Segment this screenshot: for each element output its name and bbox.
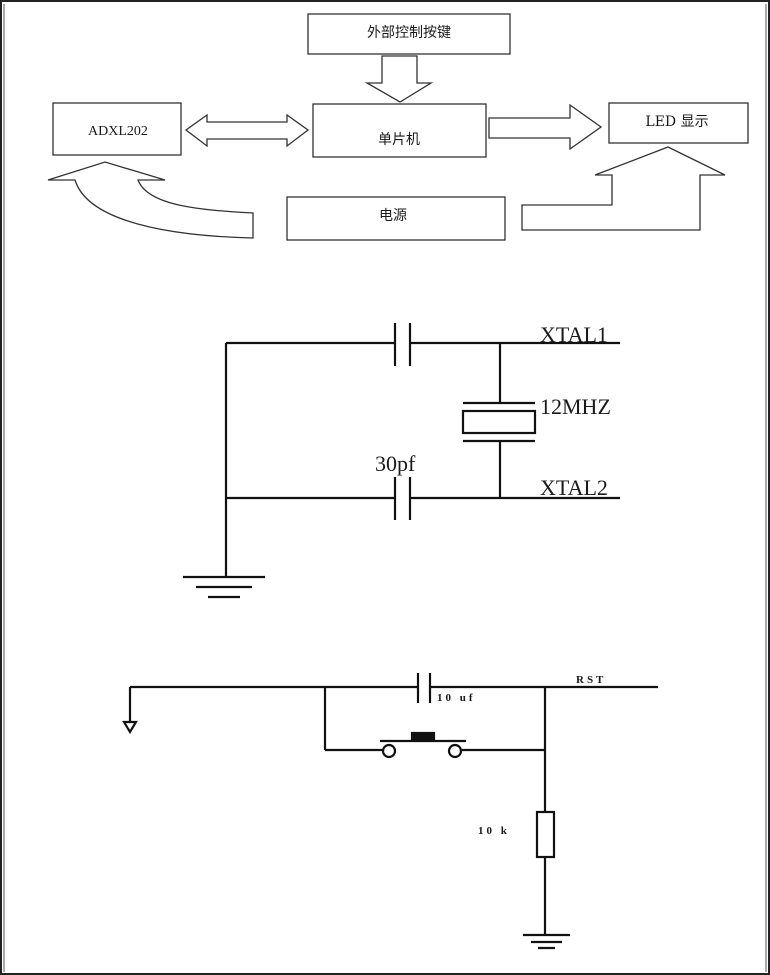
resistor-label: 10 k	[478, 825, 510, 837]
rst-label: RST	[576, 674, 606, 686]
reset-circuit	[122, 673, 658, 950]
mcu-to-led-arrow	[488, 103, 603, 151]
power-box	[286, 196, 506, 241]
mcu-box	[312, 103, 487, 158]
led-box	[608, 102, 749, 144]
power-to-led-arrow	[521, 146, 726, 231]
crystal-frequency-label: 12MHZ	[540, 394, 611, 419]
crystal-icon	[461, 409, 537, 435]
button-contact-left	[381, 743, 397, 759]
external-keys-box	[307, 13, 511, 55]
led-label: LED 显示	[645, 114, 708, 130]
keys-to-mcu-arrow	[364, 55, 434, 103]
capacitor-value-label: 30pf	[375, 451, 416, 476]
resistor-icon	[535, 810, 556, 859]
external-keys-label: 外部控制按键	[367, 25, 451, 41]
adxl-mcu-double-arrow	[184, 113, 310, 148]
xtal1-label: XTAL1	[540, 322, 608, 347]
power-label: 电源	[379, 208, 407, 224]
reset-ground-small-icon	[122, 720, 138, 735]
block-diagram	[47, 13, 749, 241]
oscillator-circuit	[183, 323, 620, 599]
adxl-box	[52, 102, 182, 156]
adxl-label: ADXL202	[88, 124, 148, 139]
mcu-label: 单片机	[378, 132, 420, 148]
power-to-adxl-arrow	[47, 161, 254, 239]
button-contact-right	[447, 743, 463, 759]
xtal2-label: XTAL2	[540, 475, 608, 500]
reset-capacitor-label: 10 uf	[437, 692, 476, 704]
